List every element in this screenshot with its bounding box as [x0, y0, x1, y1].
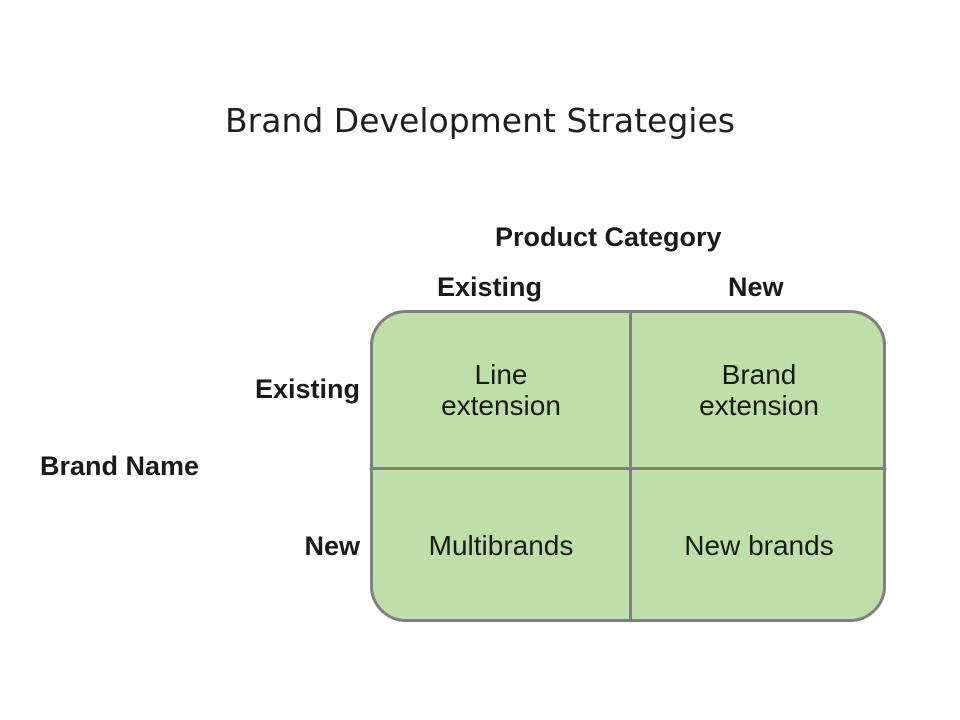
vertical-divider [629, 313, 632, 619]
column-axis-title: Product Category [495, 222, 722, 252]
row-header-new: New [304, 531, 360, 561]
slide-title: Brand Development Strategies [225, 101, 735, 140]
cell-text-multibrands: Multibrands [428, 530, 574, 562]
row-axis-title: Brand Name [40, 451, 200, 481]
row-header-existing: Existing [254, 374, 360, 404]
cell-line-extension: Line extension [373, 313, 629, 467]
cell-brand-extension: Brand extension [632, 313, 883, 467]
cell-text-extension: extension [699, 390, 819, 421]
cell-text-brand: Brand [721, 358, 797, 390]
horizontal-divider [373, 467, 883, 470]
cell-multibrands: Multibrands [373, 470, 629, 619]
column-header-new: New [728, 272, 784, 302]
cell-text-extension: extension [441, 390, 561, 421]
strategy-matrix: Line extension Brand extension Multibran… [370, 310, 886, 622]
column-header-existing: Existing [437, 272, 543, 302]
cell-text-new-brands: New brands [684, 530, 834, 562]
cell-text-line: Line [474, 358, 528, 390]
cell-new-brands: New brands [632, 470, 883, 619]
